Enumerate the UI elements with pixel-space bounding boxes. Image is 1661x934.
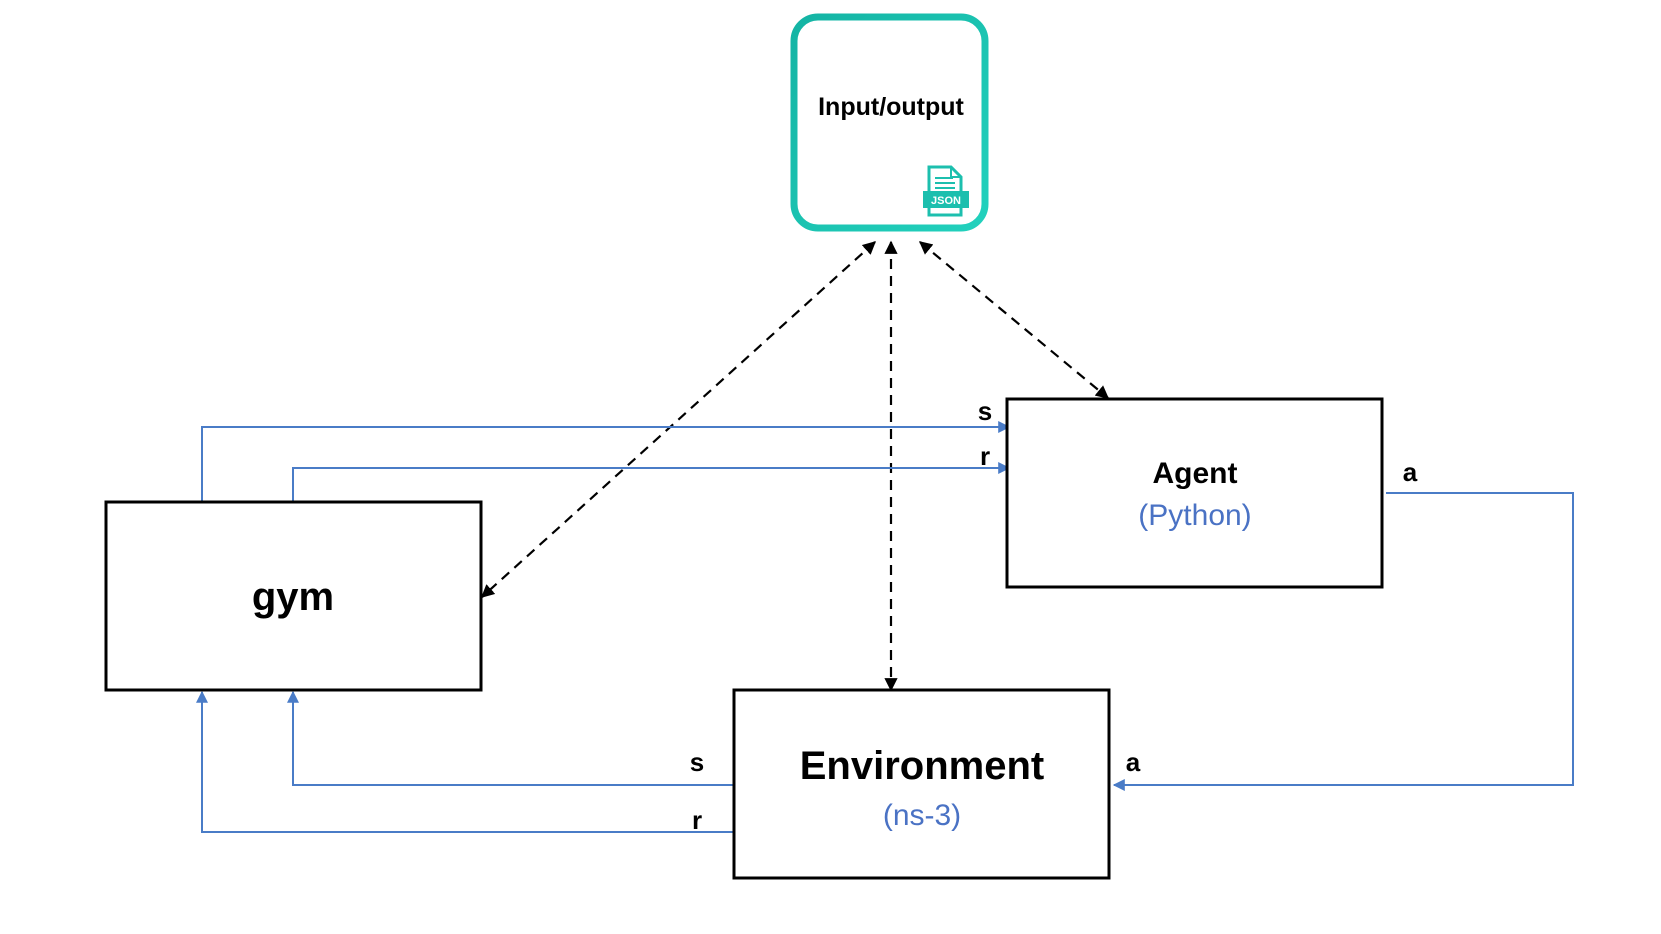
json-file-icon: JSON xyxy=(923,165,969,217)
edge-label-gym-agent-s: s xyxy=(978,396,992,426)
environment-node: Environment (ns-3) xyxy=(732,688,1111,880)
edge-label-environment-gym-s: s xyxy=(690,747,704,777)
environment-to-gym-r-arrow xyxy=(196,690,734,833)
io-gym-dashed-link xyxy=(481,241,876,598)
gym-to-agent-r-arrow xyxy=(292,462,1011,502)
edge-label-agent-out-a: a xyxy=(1403,457,1418,487)
gym-node: gym xyxy=(104,500,483,692)
environment-node-box xyxy=(732,688,1111,880)
edge-label-gym-agent-r: r xyxy=(980,441,990,471)
agent-node-label: Agent xyxy=(1153,457,1238,490)
json-icon-label: JSON xyxy=(931,195,961,207)
edge-label-environment-gym-r: r xyxy=(692,805,702,835)
agent-node-sublabel: (Python) xyxy=(1138,499,1251,532)
io-node: Input/output JSON xyxy=(790,13,989,232)
agent-to-environment-a-arrow xyxy=(1112,492,1574,791)
io-agent-dashed-link xyxy=(918,241,1110,399)
agent-node: Agent (Python) xyxy=(1005,397,1384,589)
gym-node-box xyxy=(104,500,483,692)
environment-to-gym-s-arrow xyxy=(287,690,734,786)
edge-label-environment-in-a: a xyxy=(1126,747,1141,777)
environment-node-sublabel: (ns-3) xyxy=(883,799,961,832)
agent-node-box xyxy=(1005,397,1384,589)
environment-node-label: Environment xyxy=(800,744,1044,788)
gym-to-agent-s-arrow xyxy=(201,421,1011,502)
io-node-label: Input/output xyxy=(818,93,964,121)
gym-node-label: gym xyxy=(252,575,334,619)
